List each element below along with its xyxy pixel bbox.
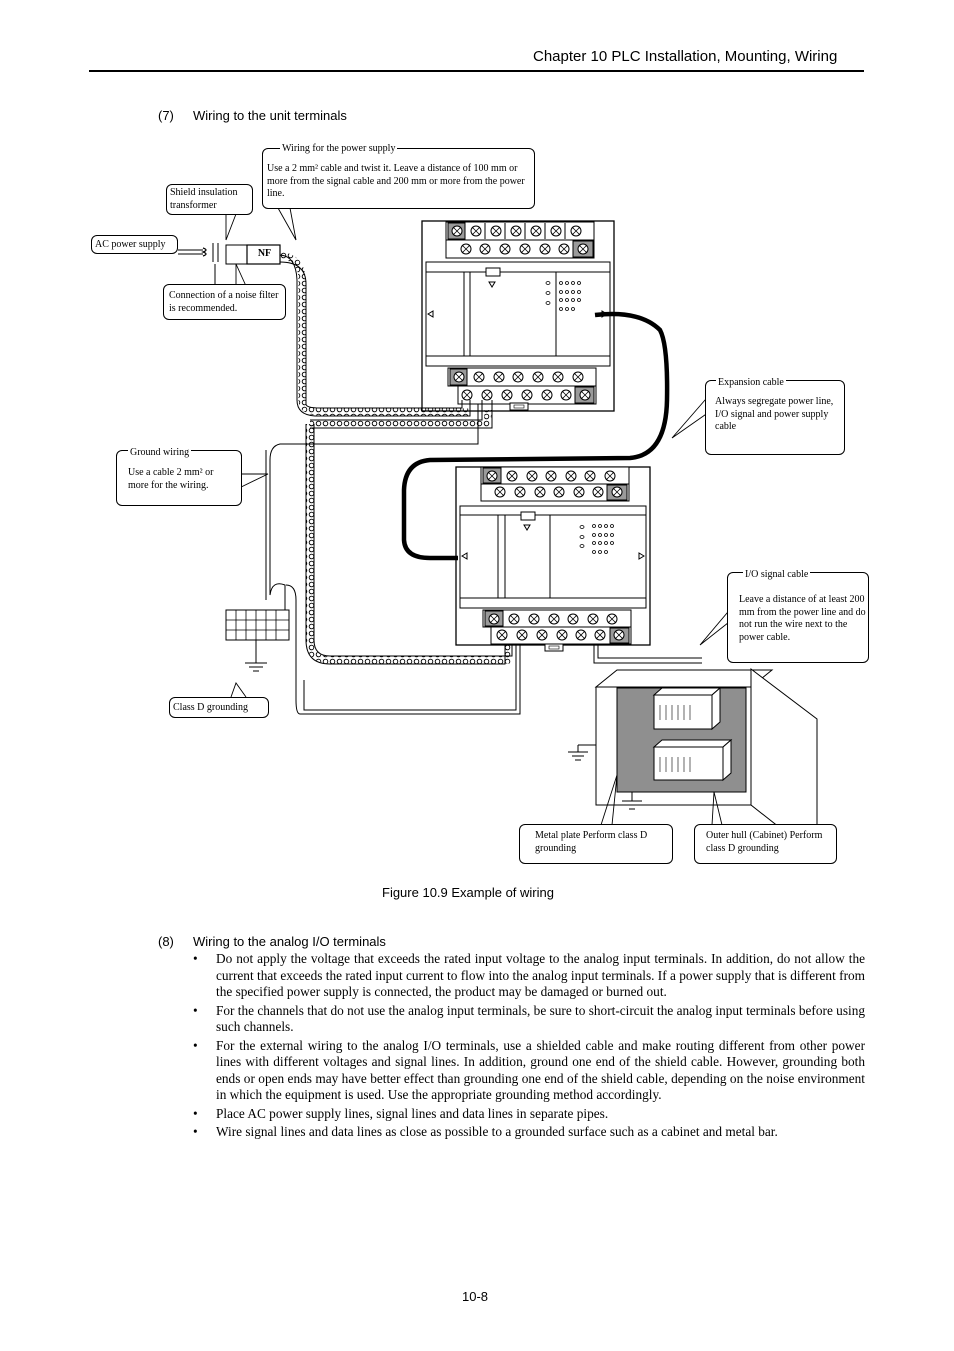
section-7-heading: (7) Wiring to the unit terminals xyxy=(158,108,347,123)
noise-filter-label: NF xyxy=(257,248,272,259)
callout-outer-hull-text: Outer hull (Cabinet) Perform class D gro… xyxy=(706,830,823,854)
bullet-text: For the external wiring to the analog I/… xyxy=(216,1037,865,1103)
bullet-symbol: • xyxy=(193,1002,198,1018)
bullet-item: • Do not apply the voltage that exceeds t… xyxy=(193,951,865,1001)
callout-expansion-cable-text: Always segregate power line, I/O signal … xyxy=(715,396,834,432)
callout-shield-transformer: Shield insulation transformer xyxy=(166,184,253,215)
callout-noise-filter-text: Connection of a noise filter is recommen… xyxy=(169,290,279,314)
callout-metal-plate-text: Metal plate Perform class D grounding xyxy=(535,830,648,854)
callout-power-supply-title: Wiring for the power supply xyxy=(280,143,398,156)
bullet-item: • Place AC power supply lines, signal lin… xyxy=(193,1106,865,1123)
section-8-title: Wiring to the analog I/O terminals xyxy=(193,934,386,949)
bullet-symbol: • xyxy=(193,1037,198,1053)
bullet-item: • Wire signal lines and data lines as clo… xyxy=(193,1124,865,1141)
plc-main-unit xyxy=(421,220,615,412)
callout-outer-hull: Outer hull (Cabinet) Perform class D gro… xyxy=(694,824,837,864)
callout-io-signal-cable: I/O signal cable Leave a distance of at … xyxy=(727,569,869,663)
bullet-symbol: • xyxy=(193,951,198,966)
callout-ac-power: AC power supply xyxy=(91,235,178,254)
callout-ground-wiring: Ground wiring Use a cable 2 mm² or more … xyxy=(116,447,242,506)
section-8-number: (8) xyxy=(158,934,174,949)
callout-ac-power-text: AC power supply xyxy=(95,239,166,250)
callout-io-signal-cable-title: I/O signal cable xyxy=(743,569,811,582)
callout-metal-plate: Metal plate Perform class D grounding xyxy=(519,824,673,864)
bullet-text: Wire signal lines and data lines as clos… xyxy=(216,1124,778,1139)
section-7-title: Wiring to the unit terminals xyxy=(193,108,347,123)
page-number: 10-8 xyxy=(462,1289,489,1304)
plc-expansion-unit xyxy=(455,466,651,652)
callout-power-supply: Wiring for the power supply Use a 2 mm² … xyxy=(262,143,535,209)
callout-ground-wiring-title: Ground wiring xyxy=(128,447,192,460)
callout-ground-wiring-text: Use a cable 2 mm² or more for the wiring… xyxy=(128,467,214,491)
section-8-heading: (8) Wiring to the analog I/O terminals xyxy=(158,934,386,949)
section-7-number: (7) xyxy=(158,108,174,123)
cabinet xyxy=(568,667,818,859)
callout-class-d: Class D grounding xyxy=(169,697,269,718)
chapter-header: Chapter 10 PLC Installation, Mounting, W… xyxy=(533,48,838,65)
callout-power-supply-text: Use a 2 mm² cable and twist it. Leave a … xyxy=(267,163,525,199)
figure-caption: Figure 10.9 Example of wiring xyxy=(382,885,554,900)
bullet-symbol: • xyxy=(193,1124,198,1139)
bullet-item: • For the external wiring to the analog I… xyxy=(193,1038,865,1104)
callout-class-d-text: Class D grounding xyxy=(173,702,248,713)
callout-shield-transformer-text: Shield insulation transformer xyxy=(170,187,238,211)
callout-expansion-cable: Expansion cable Always segregate power l… xyxy=(705,377,845,455)
bullet-symbol: • xyxy=(193,1105,198,1121)
bullet-text: For the channels that do not use the ana… xyxy=(216,1002,865,1035)
wiring-diagram xyxy=(178,207,818,859)
wiring-figure: Wiring for the power supply Use a 2 mm² … xyxy=(91,143,869,864)
callout-expansion-cable-title: Expansion cable xyxy=(716,377,786,390)
callout-noise-filter: Connection of a noise filter is recommen… xyxy=(163,284,286,320)
bullet-text: Do not apply the voltage that exceeds th… xyxy=(216,951,865,999)
bullet-item: • For the channels that do not use the an… xyxy=(193,1003,865,1036)
callout-io-signal-cable-text: Leave a distance of at least 200 mm from… xyxy=(739,594,866,643)
bullet-text: Place AC power supply lines, signal line… xyxy=(216,1105,609,1121)
analog-wiring-bullets: • Do not apply the voltage that exceeds t… xyxy=(193,951,865,1143)
header-rule xyxy=(89,70,864,72)
